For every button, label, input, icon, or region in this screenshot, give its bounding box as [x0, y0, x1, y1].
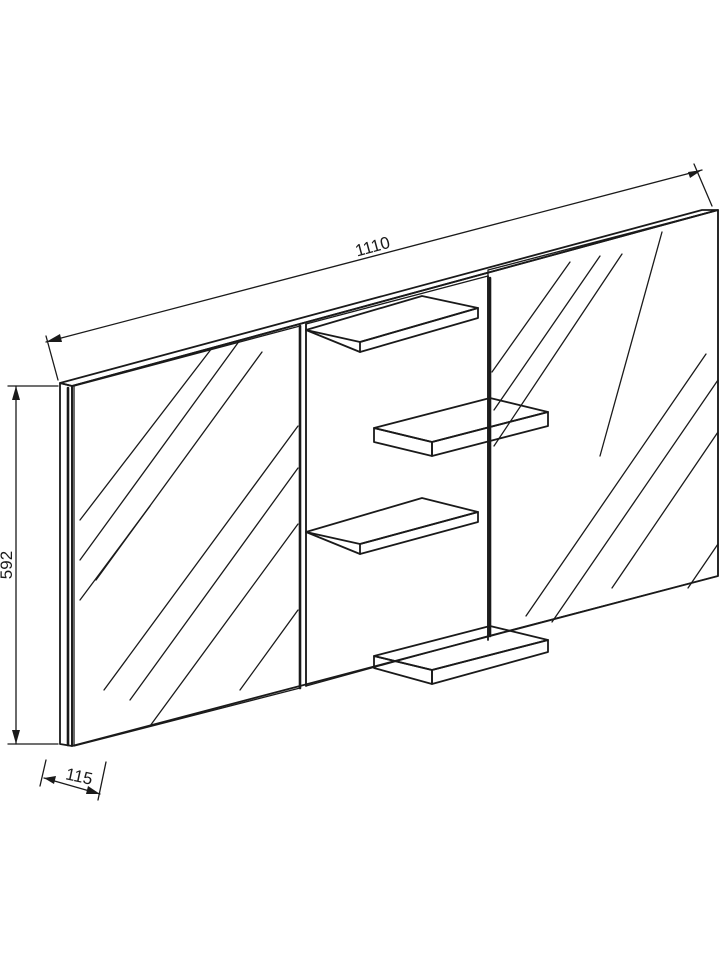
right-mirror-door [487, 209, 719, 638]
shelf-2 [373, 397, 549, 457]
width-dimension-label: 1110 [353, 233, 392, 260]
compartment-back-panel [305, 275, 489, 687]
shelf-4 [373, 625, 549, 685]
left-door-frame [73, 325, 301, 747]
open-compartment [305, 275, 549, 687]
width-dimension: 1110 [45, 163, 713, 381]
left-door-reflection-lines [79, 339, 299, 727]
height-dimension-label: 592 [0, 551, 16, 579]
right-door-reflection-lines [491, 231, 719, 623]
right-door-frame [487, 209, 719, 637]
depth-dimension: 115 [39, 759, 107, 801]
shelf-3 [305, 497, 479, 555]
shelf-1 [305, 295, 479, 353]
height-dimension: 592 [0, 385, 59, 745]
left-mirror-door [73, 323, 307, 747]
cabinet-left-side [59, 382, 73, 747]
cabinet-body [59, 209, 719, 747]
